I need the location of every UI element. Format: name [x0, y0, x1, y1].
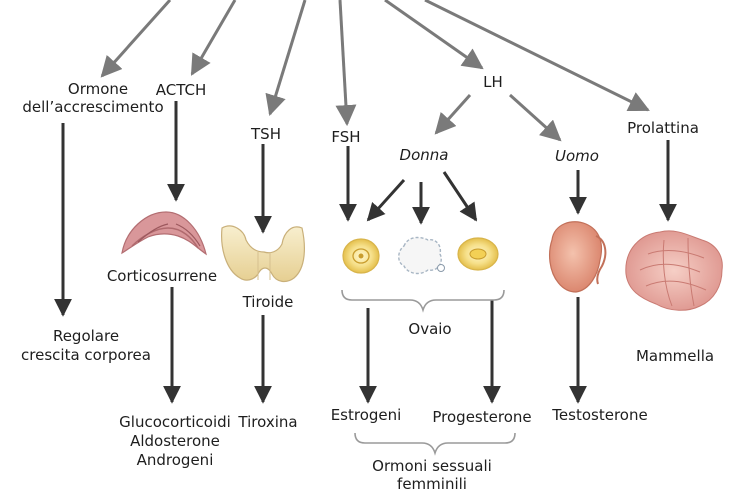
arrow-to-prolattina — [425, 0, 648, 110]
arrow-to-tsh — [270, 0, 305, 114]
effect-label-testosterone: Testosterone — [552, 406, 647, 424]
arrow-lh-uomo — [510, 95, 560, 140]
sex-label-donna: Donna — [400, 146, 449, 164]
hormone-label-gh-line2: dell’accrescimento — [22, 98, 163, 116]
effect-label-estrogeni: Estrogeni — [331, 406, 402, 424]
top-arrows — [102, 0, 648, 124]
arrow-lh-donna — [436, 95, 470, 133]
effect-label-crescita-line1: Regolare — [53, 327, 119, 345]
organ-label-corticosurrene: Corticosurrene — [107, 267, 217, 285]
arrow-donna-ovary1 — [368, 180, 404, 220]
hormone-label-gh-line1: Ormone — [68, 80, 128, 98]
ovary-right-illustration — [458, 238, 498, 270]
arrow-donna-ovary3 — [444, 172, 476, 220]
donna-arrows — [368, 172, 476, 223]
effect-label-androgeni: Androgeni — [137, 451, 214, 469]
organ-label-ovaio: Ovaio — [408, 320, 451, 338]
effect-label-aldosterone: Aldosterone — [130, 432, 220, 450]
effect-label-ormoni-sessuali-line2: femminili — [397, 475, 467, 493]
ovaio-brace — [342, 290, 504, 310]
lh-arrows — [436, 95, 560, 140]
hormone-label-fsh: FSH — [331, 128, 360, 146]
sex-label-uomo: Uomo — [555, 147, 599, 165]
adrenal-gland-illustration — [122, 212, 206, 254]
effect-label-tiroxina: Tiroxina — [238, 413, 297, 431]
arrow-to-lh — [385, 0, 482, 68]
hormone-label-tsh: TSH — [251, 125, 281, 143]
ovary-left-illustration — [343, 239, 379, 273]
arrow-to-fsh — [340, 0, 347, 124]
arrow-to-gh — [102, 0, 170, 76]
effect-label-crescita-line2: crescita corporea — [21, 346, 151, 364]
effect-label-glucocorticoidi: Glucocorticoidi — [119, 413, 231, 431]
testis-illustration — [550, 222, 606, 292]
hormone-label-lh: LH — [483, 73, 503, 91]
hormone-label-actch: ACTCH — [156, 81, 207, 99]
ovary-middle-illustration — [399, 238, 445, 274]
organ-label-tiroide: Tiroide — [243, 293, 294, 311]
arrow-to-actch — [192, 0, 235, 74]
mammary-gland-illustration — [626, 231, 722, 310]
organ-label-mammella: Mammella — [636, 347, 714, 365]
ormoni-brace — [355, 433, 515, 453]
effect-label-ormoni-sessuali-line1: Ormoni sessuali — [372, 457, 492, 475]
thyroid-illustration — [222, 226, 305, 282]
hormone-label-prolattina: Prolattina — [627, 119, 699, 137]
effect-label-progesterone: Progesterone — [432, 408, 531, 426]
